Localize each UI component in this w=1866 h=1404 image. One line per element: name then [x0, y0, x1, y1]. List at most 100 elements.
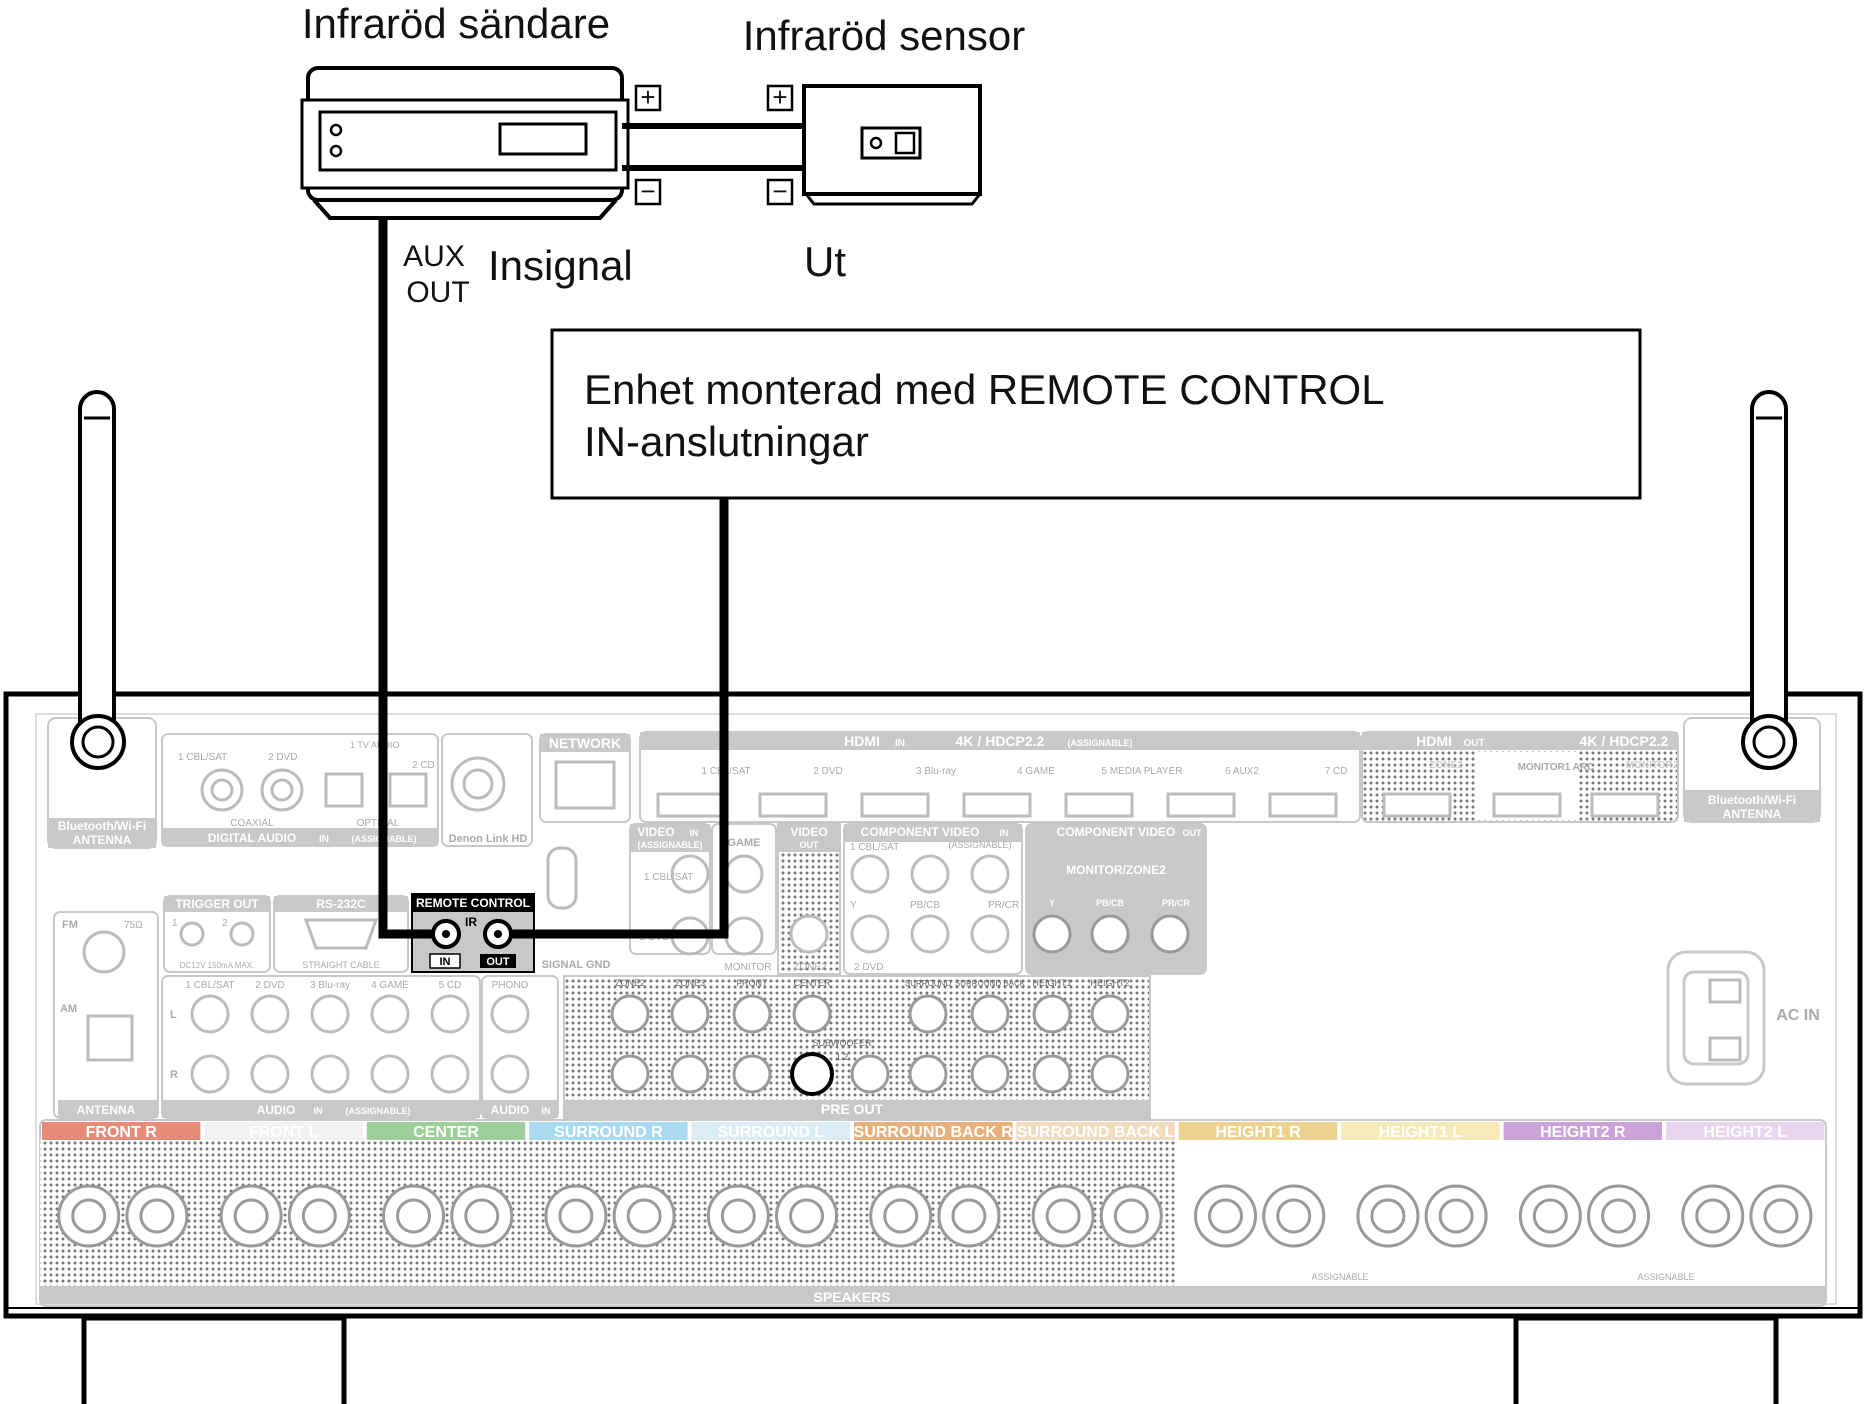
- receiver-rear-panel: Bluetooth/Wi-Fi ANTENNA Bluetooth/Wi-Fi …: [3, 691, 1863, 1404]
- speaker-binding-post: [219, 1184, 283, 1248]
- speaker-channel-11: HEIGHT2 L: [1666, 1122, 1825, 1248]
- speaker-binding-post-inner: [1045, 1198, 1081, 1234]
- speaker-channel-label: SURROUND BACK L: [1017, 1124, 1175, 1141]
- speaker-binding-post-inner: [951, 1198, 987, 1234]
- speaker-channel-7: SURROUND BACK L: [1016, 1122, 1175, 1248]
- speakers-assignable-1: ASSIGNABLE: [1311, 1272, 1368, 1282]
- speaker-channel-3: CENTER: [366, 1122, 526, 1248]
- speaker-binding-post-inner: [1370, 1198, 1406, 1234]
- minus-icon: −: [772, 176, 787, 206]
- ac-in-label: AC IN: [1776, 1007, 1820, 1024]
- coaxial-label: COAXIAL: [230, 818, 274, 829]
- ir-sensor: [802, 84, 982, 206]
- wiring: [378, 218, 729, 949]
- ir-transmitter: [300, 66, 630, 220]
- speaker-binding-post: [775, 1184, 839, 1248]
- speaker-binding-post-inner: [1763, 1198, 1799, 1234]
- da-label-1: 1 CBL/SAT: [178, 752, 227, 763]
- hdmi-out-monitor2: MONITOR2: [1626, 760, 1679, 771]
- pre-out-label-zone2: ZONE2: [615, 978, 645, 988]
- component-in-pb: PB/CB: [910, 900, 940, 911]
- speaker-binding-post: [1587, 1184, 1651, 1248]
- trigger-out-1: 1: [172, 918, 178, 929]
- rs232c-title: RS-232C: [316, 897, 366, 911]
- aux-out-label-2: OUT: [406, 276, 469, 309]
- speaker-channel-5: SURROUND L: [691, 1122, 850, 1248]
- speakers-title: SPEAKERS: [813, 1289, 890, 1305]
- speaker-channel-header: [366, 1122, 526, 1140]
- speaker-channel-label: HEIGHT1 L: [1379, 1124, 1463, 1141]
- video-out-zone2: ZONE2: [793, 962, 827, 973]
- hdmi-out-title: HDMI: [1416, 733, 1452, 749]
- hdmi-out-monitor1: MONITOR1 ARC: [1518, 762, 1595, 773]
- hdmi-in-title: HDMI: [844, 733, 880, 749]
- da-label-3: 1 TV AUDIO: [350, 740, 399, 750]
- speaker-channel-8: HEIGHT1 R: [1178, 1122, 1338, 1248]
- speaker-binding-post-inner: [789, 1198, 825, 1234]
- speaker-channel-9: HEIGHT1 L: [1341, 1122, 1500, 1248]
- speaker-binding-post: [1424, 1184, 1488, 1248]
- audio-in-l: L: [170, 1009, 177, 1021]
- remote-control-in: IN: [440, 956, 451, 968]
- hdmi-in-port-3: 3 Blu-ray: [916, 766, 956, 777]
- pre-out-label-center: CENTER: [793, 978, 831, 988]
- antenna-title: ANTENNA: [77, 1103, 136, 1117]
- component-out-pr: PR/CR: [1162, 898, 1191, 908]
- speaker-binding-post-inner: [1601, 1198, 1637, 1234]
- speaker-channel-header: [691, 1122, 850, 1140]
- speaker-channel-label: FRONT R: [86, 1124, 158, 1141]
- remote-control-ir: IR: [465, 915, 477, 929]
- speaker-channel-label: SURROUND L: [717, 1124, 824, 1141]
- speaker-channel-label: HEIGHT2 R: [1540, 1124, 1626, 1141]
- hdmi-in-port-4: 4 GAME: [1017, 766, 1055, 777]
- plus-icon: +: [772, 82, 787, 112]
- plus-icon: +: [640, 82, 655, 112]
- speaker-binding-post: [1262, 1184, 1326, 1248]
- rs232c-spec: STRAIGHT CABLE: [302, 960, 379, 970]
- speaker-channel-label: FRONT L: [249, 1124, 319, 1141]
- speaker-channel-header: [1666, 1122, 1825, 1140]
- speaker-binding-post-inner: [1532, 1198, 1568, 1234]
- component-in-in: IN: [1000, 828, 1009, 838]
- foot-left: [81, 1315, 347, 1404]
- antenna-right: [1741, 390, 1797, 770]
- speaker-channel-6: SURROUND BACK R: [854, 1122, 1013, 1248]
- speaker-channel-label: CENTER: [413, 1124, 479, 1141]
- speaker-binding-post-inner: [1208, 1198, 1244, 1234]
- denon-link-label: Denon Link HD: [449, 833, 528, 845]
- audio-in-in: IN: [314, 1106, 323, 1116]
- phono-title: PHONO: [492, 980, 529, 991]
- video-in-title: VIDEO: [637, 825, 674, 839]
- bt-wifi-left-2: ANTENNA: [73, 833, 132, 847]
- audio-in-label-1: 1 CBL/SAT: [185, 980, 234, 991]
- speaker-binding-post-inner: [558, 1198, 594, 1234]
- speaker-binding-post-inner: [1113, 1198, 1149, 1234]
- speaker-binding-post-inner: [301, 1198, 337, 1234]
- speaker-channel-header: [1341, 1122, 1500, 1140]
- component-out-y: Y: [1049, 898, 1055, 908]
- hdmi-out-out: OUT: [1463, 738, 1484, 749]
- minus-icon: −: [640, 176, 655, 206]
- pre-out-subwoofer: SUBWOOFER: [812, 1038, 872, 1048]
- component-out-title: COMPONENT VIDEO: [1057, 825, 1176, 839]
- bt-wifi-right-2: ANTENNA: [1723, 807, 1782, 821]
- da-label-4: 2 CD: [412, 760, 435, 771]
- speaker-binding-post-inner: [71, 1198, 107, 1234]
- speaker-binding-post-inner: [883, 1198, 919, 1234]
- speaker-binding-post-inner: [1438, 1198, 1474, 1234]
- video-in-port-1: 1 CBL/SAT: [644, 872, 693, 883]
- speaker-binding-post-inner: [720, 1198, 756, 1234]
- speaker-binding-post-inner: [1695, 1198, 1731, 1234]
- speaker-binding-post: [382, 1184, 446, 1248]
- fm-ohm-label: 75Ω: [124, 920, 143, 931]
- hdmi-in-in: IN: [895, 738, 905, 749]
- video-in-in: IN: [690, 828, 699, 838]
- component-in-port-1: 1 CBL/SAT: [850, 842, 899, 853]
- component-out-sub: MONITOR/ZONE2: [1066, 863, 1166, 877]
- hdmi-in-port-2: 2 DVD: [813, 766, 842, 777]
- audio-in-label-2: 2 DVD: [255, 980, 284, 991]
- pre-out-title: PRE OUT: [821, 1101, 884, 1117]
- signal-gnd-label: SIGNAL GND: [542, 959, 611, 971]
- remote-control-out: OUT: [486, 956, 510, 968]
- audio-in-label-4: 4 GAME: [371, 980, 409, 991]
